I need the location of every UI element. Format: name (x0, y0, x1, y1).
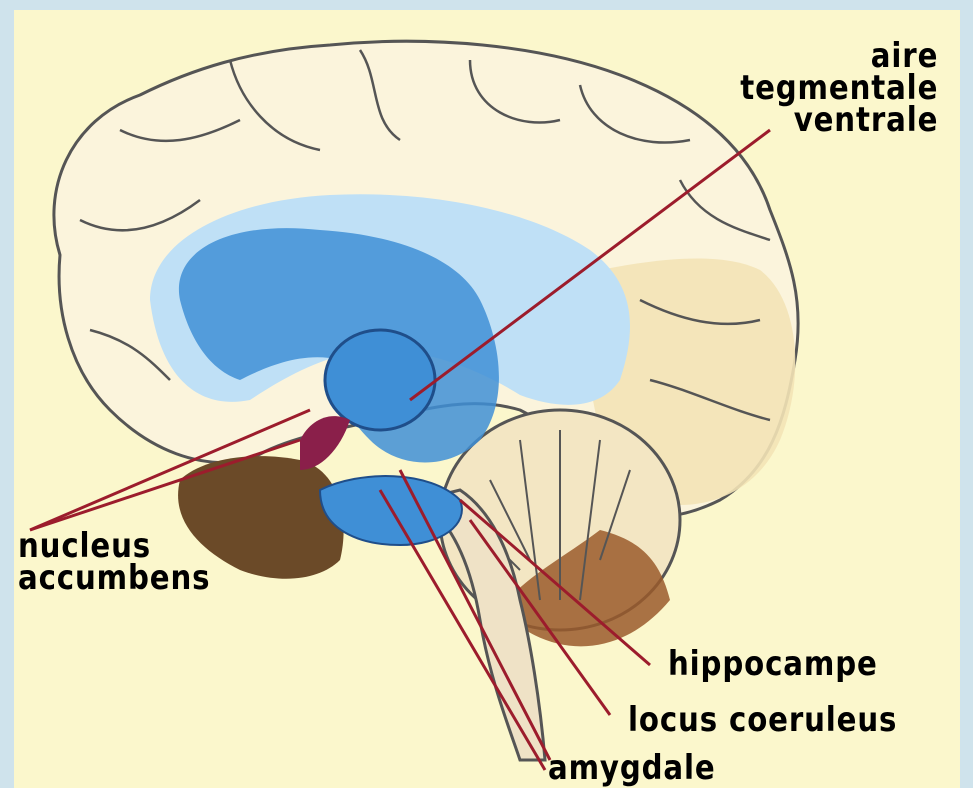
label-locus-coeruleus: locus coeruleus (628, 704, 897, 736)
label-nucleus-accumbens: nucleus accumbens (18, 530, 210, 594)
label-aire-tegmentale-ventrale: aire tegmentale ventrale (740, 40, 938, 136)
label-amygdale: amygdale (548, 752, 716, 784)
thalamus (325, 330, 435, 430)
label-hippocampe: hippocampe (668, 648, 878, 680)
